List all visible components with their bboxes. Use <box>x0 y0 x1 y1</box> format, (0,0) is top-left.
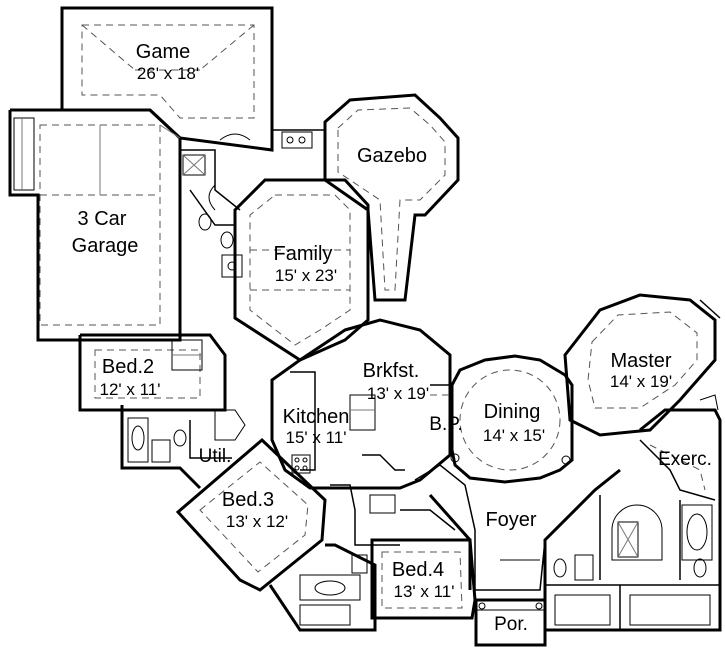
porch-walls <box>474 598 547 647</box>
brkfst-size: 13' x 19' <box>367 384 429 403</box>
master-walls <box>563 293 721 437</box>
bed3-size: 13' x 12' <box>226 512 288 531</box>
service-hall-walls <box>180 133 251 278</box>
dining-size: 14' x 15' <box>483 426 545 445</box>
kitchen-label: Kitchen <box>283 406 350 428</box>
gazebo-label: Gazebo <box>357 145 427 167</box>
bp-label: B.P. <box>429 414 462 435</box>
exerc-label: Exerc. <box>658 449 712 470</box>
family-label: Family <box>274 243 333 265</box>
garage-walls <box>8 108 182 342</box>
kitchen-breakfast-walls <box>270 318 452 490</box>
foyer-label: Foyer <box>485 509 536 531</box>
bed2-label: Bed.2 <box>102 356 154 378</box>
garage-label-line2: Garage <box>72 235 139 257</box>
kitchen-size: 15' x 11' <box>286 428 347 447</box>
dining-label: Dining <box>484 401 541 423</box>
bed4-size: 13' x 11' <box>394 582 455 601</box>
bed4-label: Bed.4 <box>392 559 444 581</box>
master-size: 14' x 19' <box>610 372 672 391</box>
bed3-label: Bed.3 <box>222 489 274 511</box>
brkfst-label: Brkfst. <box>363 360 420 382</box>
bath3-walls <box>268 484 456 632</box>
family-size: 15' x 23' <box>275 266 337 285</box>
bath2-util-walls <box>120 405 246 490</box>
util-label: Util. <box>199 446 232 467</box>
dining-walls <box>430 354 574 484</box>
bed3-walls <box>175 437 327 592</box>
bed2-walls <box>78 333 227 412</box>
bed2-size: 12' x 11' <box>100 380 161 399</box>
family-room-walls <box>233 178 370 362</box>
porch-label: Por. <box>494 614 528 635</box>
exercise-masterbath-walls <box>543 394 722 632</box>
garage-label-line1: 3 Car <box>78 208 127 230</box>
game-size: 26' x 18' <box>137 64 199 83</box>
bed4-walls <box>370 538 477 620</box>
master-label: Master <box>610 350 671 372</box>
game-label: Game <box>136 41 190 63</box>
